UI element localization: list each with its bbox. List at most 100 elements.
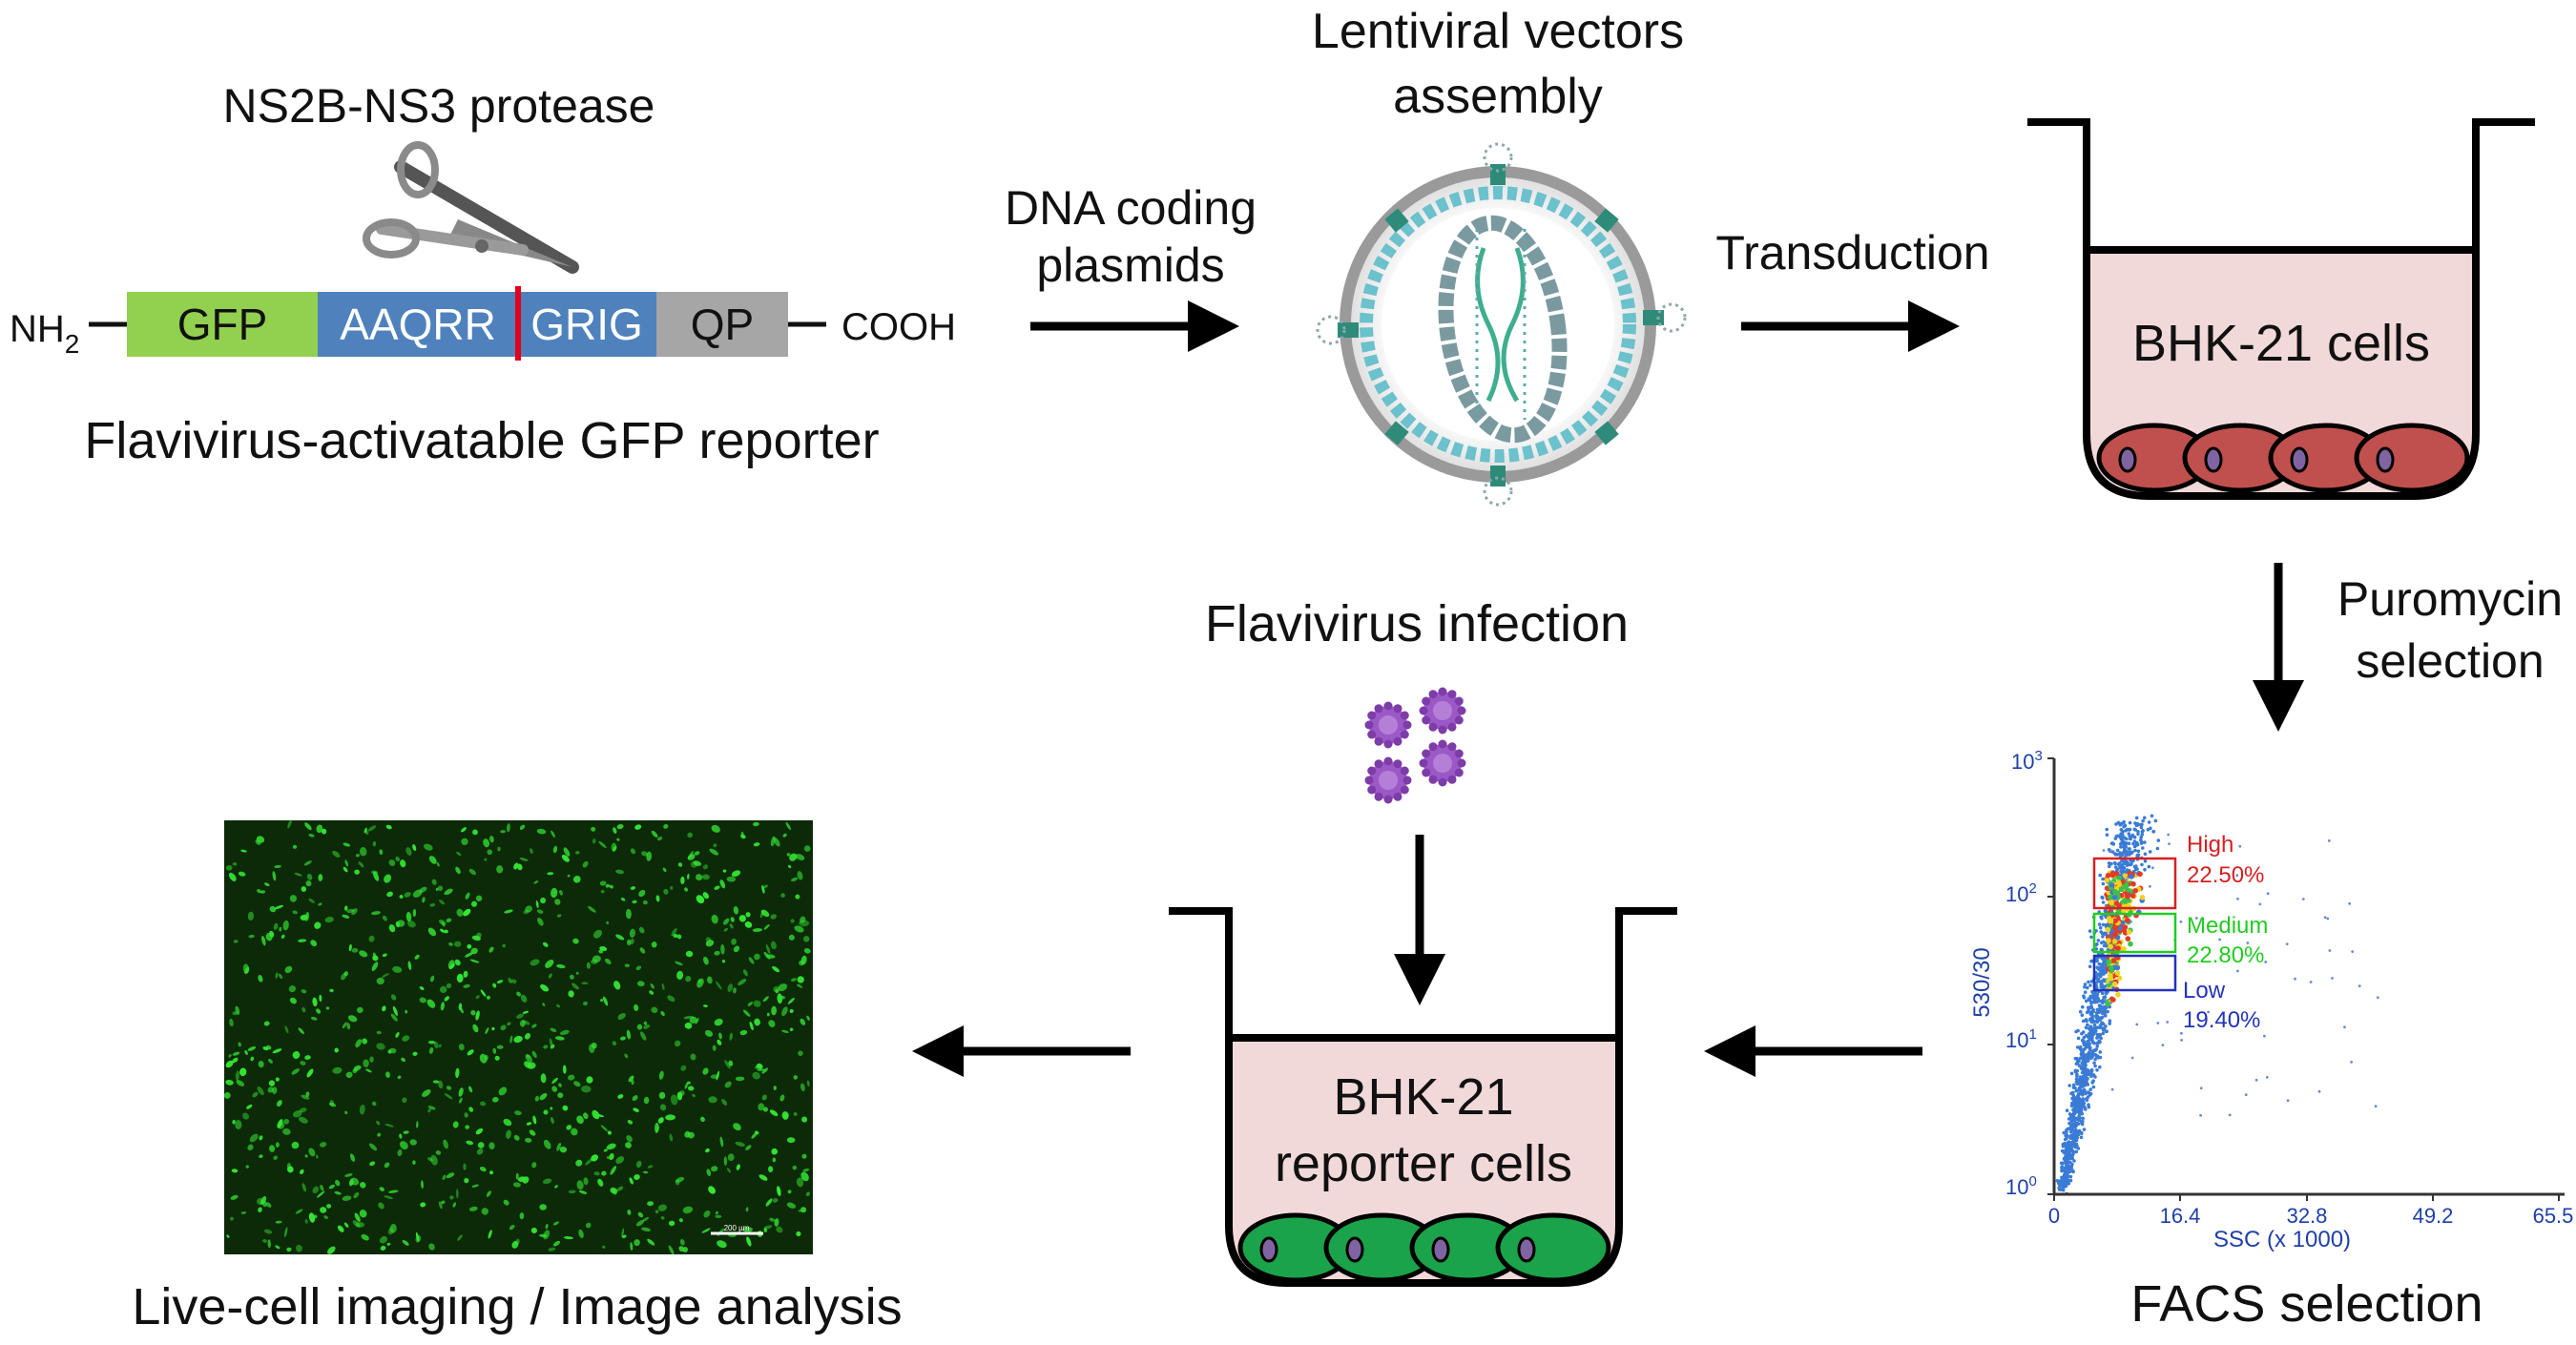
well-reporter-label-line2: reporter cells <box>1275 1135 1572 1192</box>
fluorescent-cell <box>332 850 341 858</box>
fluorescent-cell <box>419 997 426 1004</box>
fluorescent-cell <box>252 1091 259 1098</box>
facs-event <box>2070 1168 2074 1171</box>
fluorescent-cell <box>386 1242 391 1246</box>
microscopy-image: 200 µm <box>223 819 813 1255</box>
fluorescent-cell <box>789 853 798 861</box>
fluorescent-cell <box>801 1116 808 1123</box>
facs-event <box>2095 958 2099 962</box>
fluorescent-cell <box>613 827 617 834</box>
fluorescent-cell <box>662 867 667 873</box>
facs-event <box>2125 837 2129 841</box>
fluorescent-cell <box>255 839 261 845</box>
facs-event <box>2264 961 2268 963</box>
fluorescent-cell <box>284 1025 289 1034</box>
fluorescent-cell <box>369 1056 374 1063</box>
fluorescent-cell <box>684 1022 693 1029</box>
fluorescent-cell <box>286 1247 292 1252</box>
fluorescent-cell <box>547 872 554 876</box>
fluorescent-cell <box>517 863 523 871</box>
fluorescent-cell <box>694 851 700 856</box>
fluorescent-cell <box>733 905 739 915</box>
fluorescent-cell <box>731 870 741 878</box>
facs-event <box>2074 1108 2078 1112</box>
fluorescent-cell <box>420 1202 426 1208</box>
fluorescent-cell <box>472 1024 479 1033</box>
fluorescent-cell <box>298 939 307 942</box>
fluorescent-cell <box>353 1065 362 1071</box>
fluorescent-cell <box>400 859 406 868</box>
fluorescent-cell <box>800 916 806 923</box>
fluorescent-cell <box>294 872 302 877</box>
fluorescent-cell <box>551 887 558 899</box>
fluorescent-cell <box>531 1024 537 1028</box>
facs-event <box>2091 996 2095 1000</box>
fluorescent-cell <box>607 1130 612 1135</box>
fluorescent-cell <box>355 854 360 858</box>
fluorescent-cell <box>316 824 323 834</box>
fluorescent-cell <box>800 1171 809 1182</box>
facs-event <box>2129 851 2133 856</box>
fluorescent-cell <box>563 1236 573 1240</box>
fluorescent-cell <box>600 889 605 894</box>
fluorescent-cell <box>274 904 284 910</box>
facs-event <box>2064 1133 2068 1138</box>
fluorescent-cell <box>235 1120 242 1129</box>
fluorescent-cell <box>435 1150 442 1155</box>
fluorescent-cell <box>673 933 678 939</box>
fluorescent-cell <box>790 978 797 982</box>
fluorescent-cell <box>257 889 261 894</box>
facs-event <box>2358 984 2361 987</box>
facs-event <box>2109 1001 2112 1004</box>
facs-event <box>2077 1064 2082 1067</box>
facs-event <box>2098 975 2103 979</box>
facs-event <box>2094 1014 2098 1019</box>
facs-event <box>2093 1064 2097 1068</box>
fluorescent-cell <box>626 1029 631 1040</box>
fluorescent-cell <box>602 996 609 1006</box>
fluorescent-cell <box>436 861 440 867</box>
fluorescent-cell <box>768 1020 776 1027</box>
fluorescent-cell <box>578 1229 584 1238</box>
facs-event <box>2101 1031 2106 1036</box>
fluorescent-cell <box>760 909 770 918</box>
fluorescent-cell <box>685 975 692 983</box>
fluorescent-cell <box>729 1032 733 1041</box>
fluorescent-cell <box>301 1183 307 1192</box>
facs-event <box>2080 1084 2084 1087</box>
facs-event <box>2081 1075 2086 1080</box>
fluorescent-cell <box>431 879 437 885</box>
fluorescent-cell <box>536 828 547 835</box>
facs-event <box>2127 832 2131 836</box>
facs-event <box>2113 923 2119 930</box>
transduction-label: Transduction <box>1715 226 1989 279</box>
facs-event <box>2130 1056 2134 1060</box>
fluorescent-cell <box>697 895 702 900</box>
facs-event <box>2153 818 2158 823</box>
facs-event <box>2150 814 2154 818</box>
segment-grig <box>518 292 656 357</box>
facs-event <box>2090 1081 2094 1085</box>
facs-event <box>2266 892 2270 896</box>
fluorescent-cell <box>371 962 379 971</box>
facs-event <box>2096 1018 2101 1022</box>
facs-event <box>2085 999 2088 1004</box>
virion-icon <box>1364 701 1412 749</box>
cell <box>1495 1212 1611 1283</box>
fluorescent-cell <box>733 945 740 953</box>
fluorescent-cell <box>348 943 352 952</box>
fluorescent-cell <box>342 914 350 919</box>
fluorescent-cell <box>275 1142 280 1148</box>
fluorescent-cell <box>308 898 316 903</box>
facs-event <box>2093 1075 2097 1079</box>
fluorescent-cell <box>667 995 675 1003</box>
fluorescent-cell <box>312 997 318 1007</box>
plasmids-label-line2: plasmids <box>1036 238 1224 292</box>
facs-event <box>2109 900 2114 906</box>
facs-event <box>2074 1134 2079 1139</box>
fluorescent-cell <box>405 911 412 922</box>
fluorescent-cell <box>665 1114 675 1121</box>
fluorescent-cell <box>610 1166 617 1175</box>
facs-events <box>2055 814 2379 1196</box>
fluorescent-cell <box>292 1110 302 1118</box>
